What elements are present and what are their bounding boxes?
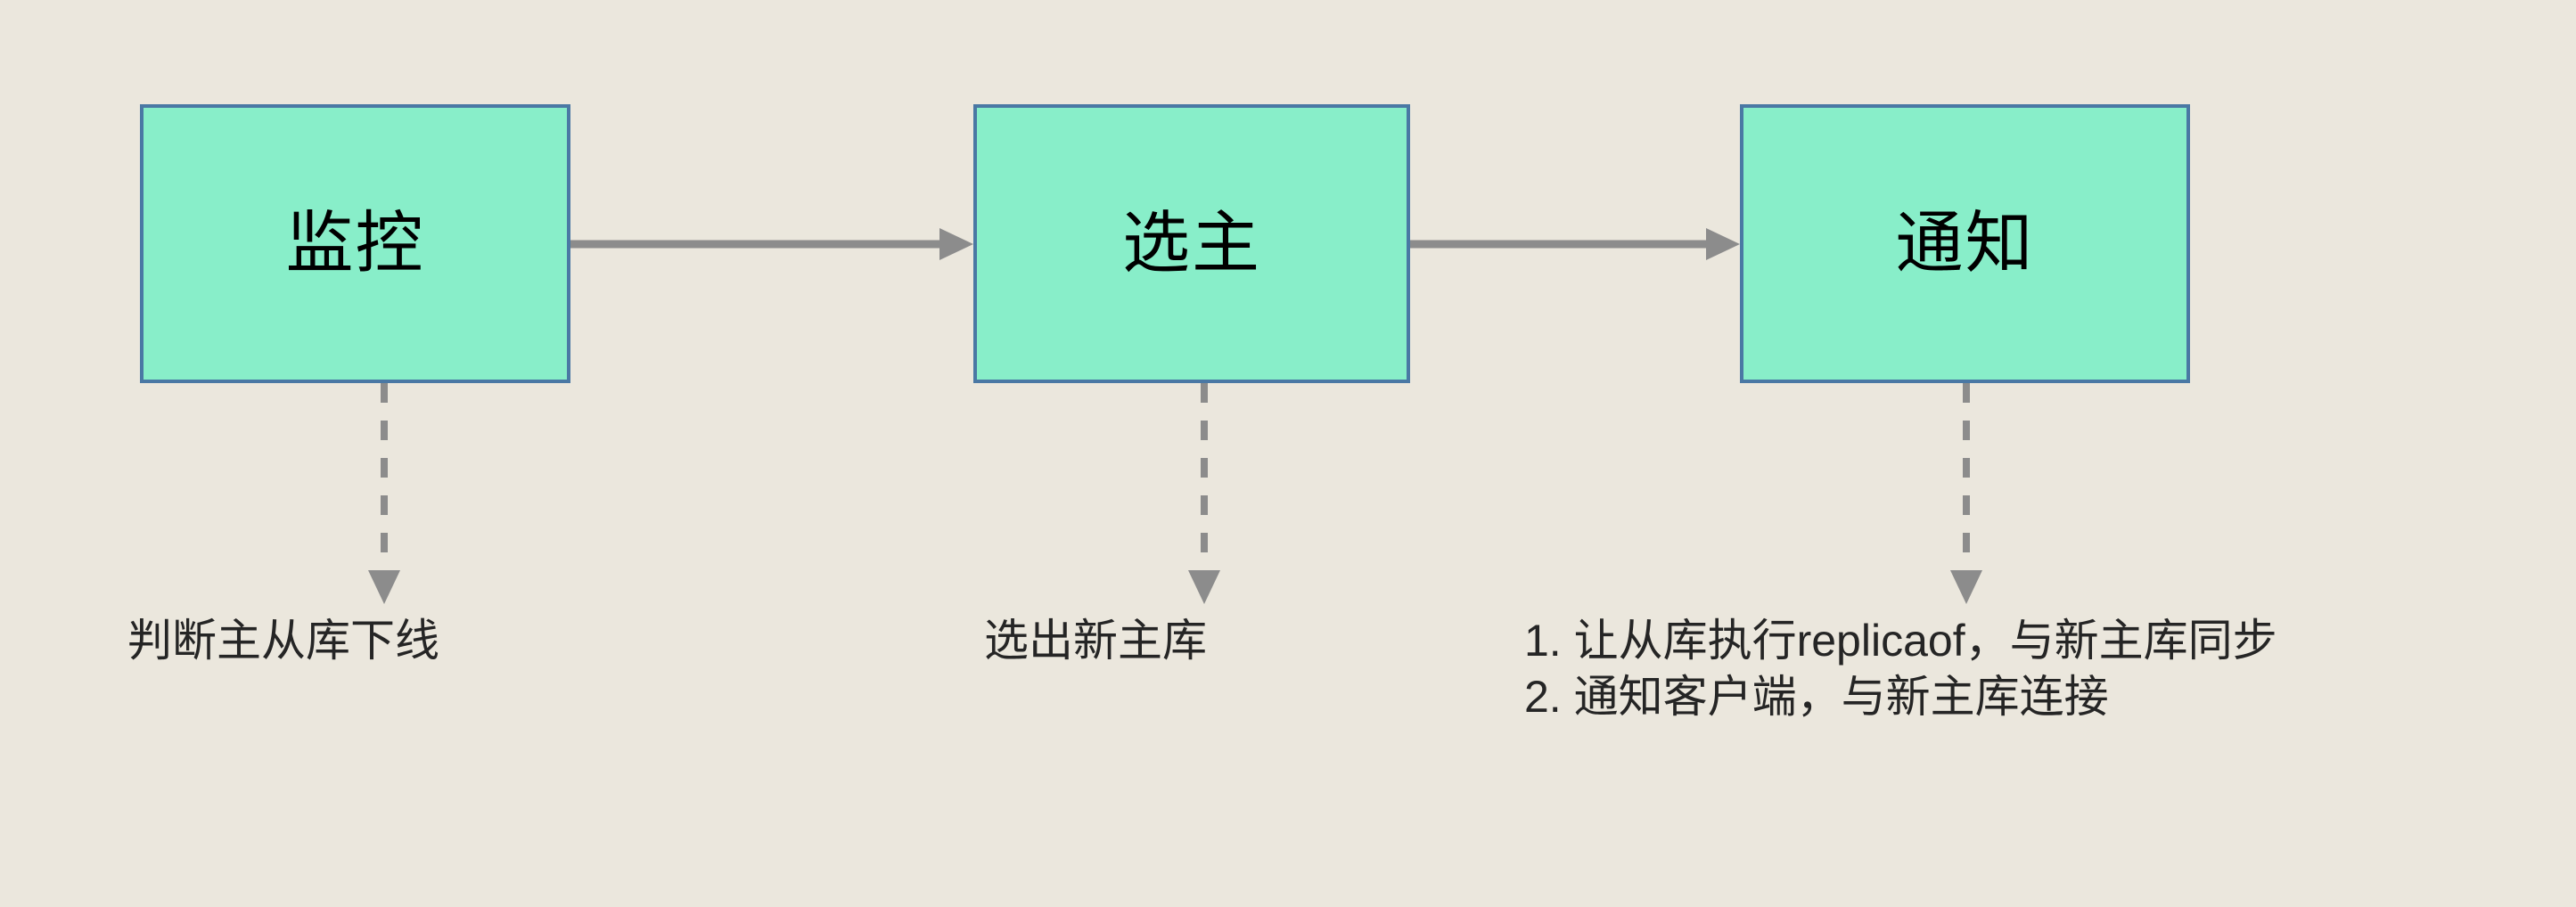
node-notify-label: 通知: [1895, 205, 2035, 282]
flow-arrow-elect-to-notify: [1410, 228, 1740, 260]
flow-arrow-monitor-to-elect: [570, 228, 973, 260]
caption-notify: 1. 让从库执行replicaof，与新主库同步 2. 通知客户端，与新主库连接: [1524, 616, 2277, 722]
node-monitor[interactable]: 监控: [140, 104, 570, 383]
node-elect-label: 选主: [1122, 205, 1261, 282]
drop-arrow-monitor-to-caption: [368, 383, 400, 604]
node-elect[interactable]: 选主: [973, 104, 1410, 383]
drop-arrow-notify-to-caption: [1950, 383, 1982, 604]
node-monitor-label: 监控: [285, 205, 425, 282]
node-notify[interactable]: 通知: [1740, 104, 2190, 383]
caption-elect: 选出新主库: [984, 616, 1207, 666]
drop-arrow-elect-to-caption: [1188, 383, 1220, 604]
caption-monitor: 判断主从库下线: [127, 616, 439, 666]
